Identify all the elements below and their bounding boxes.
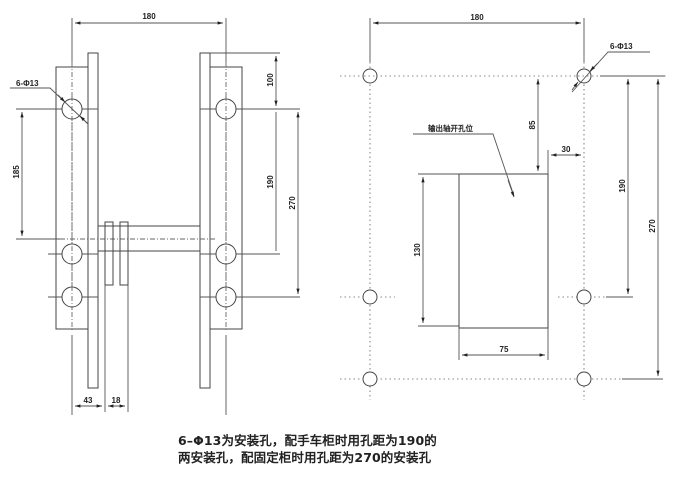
dim-label-270: 270 xyxy=(288,196,297,210)
caption: 6–Φ13为安装孔，配手车柜时用孔距为190的 两安装孔，配固定柜时用孔距为27… xyxy=(178,432,437,466)
dim-label-185: 185 xyxy=(12,165,21,179)
leader-arrow xyxy=(57,94,66,103)
opening-label: 输出轴开孔位 xyxy=(428,123,473,133)
mounting-hole xyxy=(576,371,592,387)
right-bar xyxy=(199,52,211,389)
dim-label-43: 43 xyxy=(84,396,93,405)
opening-leader xyxy=(413,133,515,197)
flange xyxy=(119,221,129,286)
hole-spec-label: 6-Φ13 xyxy=(16,79,39,88)
mounting-hole xyxy=(576,289,592,305)
dim-label-190: 190 xyxy=(266,175,275,189)
left-bar xyxy=(87,52,99,389)
dim-label-85: 85 xyxy=(528,120,537,129)
dim-label-180: 180 xyxy=(142,12,156,21)
dim-label-30: 30 xyxy=(562,145,571,154)
hole-leader xyxy=(10,87,89,125)
dim-label-100: 100 xyxy=(266,73,275,87)
leader-arrow xyxy=(507,179,515,198)
mounting-hole xyxy=(362,371,378,387)
caption-line-2: 两安装孔，配固定柜时用孔距为270的安装孔 xyxy=(178,450,432,465)
dim-label-190: 190 xyxy=(618,179,627,193)
shaft xyxy=(97,225,201,252)
caption-line-1: 6–Φ13为安装孔，配手车柜时用孔距为190的 xyxy=(178,433,437,448)
hole-spec-label: 6-Φ13 xyxy=(610,42,633,51)
dim-label-130: 130 xyxy=(413,243,422,257)
left-view: 180 xyxy=(10,12,300,415)
leader-arrow xyxy=(79,115,89,125)
right-view: 180 6-Φ13 输出轴开孔位 85 xyxy=(340,13,668,400)
flange xyxy=(104,221,114,286)
dim-label-180: 180 xyxy=(470,13,484,22)
dim-label-18: 18 xyxy=(112,396,121,405)
leader-arrow xyxy=(571,81,579,91)
leader-arrow xyxy=(589,62,599,72)
output-shaft-opening xyxy=(458,173,549,329)
hole-leader xyxy=(571,51,650,93)
dim-label-270: 270 xyxy=(648,219,657,233)
mounting-hole xyxy=(362,289,378,305)
dim-label-75: 75 xyxy=(500,345,509,354)
